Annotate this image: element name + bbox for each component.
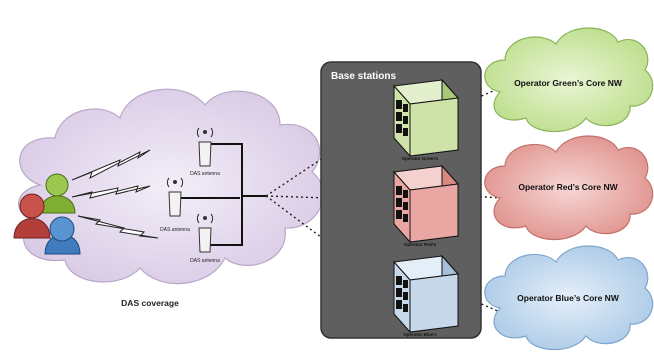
das-antennas: DAS antenna DAS antenna DAS antenna — [160, 127, 266, 264]
wireless-link-bolts — [71, 149, 159, 239]
base-station-blue: Operator Blue's — [392, 254, 460, 337]
user-green-icon — [39, 173, 76, 214]
das-antenna-label: DAS antenna — [190, 258, 220, 264]
das-antenna-3: DAS antenna — [190, 213, 220, 264]
core-network-green: Operator Green’s Core NW — [484, 27, 654, 133]
wireless-bolt-icon — [71, 185, 151, 199]
base-station-label: Operator Red's — [404, 242, 437, 247]
base-station-red: Operator Red's — [392, 164, 460, 247]
user-red-icon — [13, 193, 51, 239]
core-network-label: Operator Blue’s Core NW — [517, 293, 620, 303]
base-stations-panel: Base stations Operator Green's — [320, 61, 482, 339]
core-network-label: Operator Red’s Core NW — [518, 182, 618, 192]
base-stations-title: Base stations — [331, 71, 396, 82]
das-antenna-label: DAS antenna — [160, 227, 190, 233]
das-antenna-1: DAS antenna — [190, 127, 220, 177]
das-coverage-label: DAS coverage — [121, 298, 179, 308]
base-station-label: Operator Green's — [402, 156, 439, 161]
core-network-red: Operator Red’s Core NW — [484, 135, 654, 241]
core-network-blue: Operator Blue’s Core NW — [484, 245, 654, 351]
user-blue-icon — [44, 216, 81, 255]
wireless-bolt-icon — [77, 215, 159, 239]
base-station-green: Operator Green's — [392, 78, 460, 161]
core-network-label: Operator Green’s Core NW — [514, 78, 623, 88]
wireless-bolt-icon — [71, 149, 151, 181]
base-station-label: Operator Blue's — [403, 332, 437, 337]
das-antenna-label: DAS antenna — [190, 171, 220, 177]
users — [13, 173, 81, 255]
das-antenna-2: DAS antenna — [160, 177, 190, 233]
